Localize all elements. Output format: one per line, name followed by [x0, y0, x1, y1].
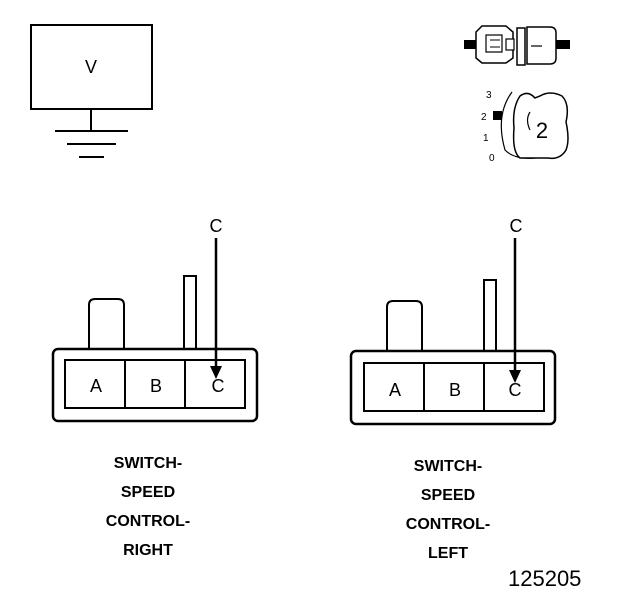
probe-label: C	[510, 216, 523, 236]
voltmeter-symbol: V	[85, 57, 97, 77]
latch-tab	[386, 300, 423, 351]
caption-line: CONTROL-	[105, 513, 191, 530]
caption-left-connector: SWITCH- SPEED CONTROL- LEFT	[368, 452, 528, 568]
position-label: 2	[536, 118, 548, 143]
scale-tick-3: 3	[486, 90, 492, 101]
caption-line: RIGHT	[123, 542, 173, 559]
probe-label: C	[210, 216, 223, 236]
caption-line: SPEED	[120, 484, 176, 501]
pin-b: B	[449, 380, 461, 400]
caption-right-connector: SWITCH- SPEED CONTROL- RIGHT	[68, 449, 228, 565]
caption-line: SWITCH-	[413, 458, 483, 475]
connector-right: A B C C	[51, 216, 259, 423]
scale-tick-0: 0	[489, 153, 495, 164]
caption-line: SWITCH-	[113, 455, 183, 472]
pin-c: C	[509, 380, 522, 400]
probe-arrowhead-icon	[509, 370, 521, 383]
scale-tick-2: 2	[481, 112, 487, 123]
caption-line: LEFT	[428, 545, 468, 562]
connector-body-inner	[64, 359, 246, 409]
figure-number: 125205	[508, 566, 582, 591]
pin-a: A	[389, 380, 401, 400]
connector-separated-icon	[464, 25, 570, 66]
connector-left: A B C C	[349, 216, 557, 426]
pin-a: A	[90, 376, 102, 396]
terminal-post	[183, 275, 197, 350]
terminal-post	[483, 279, 497, 352]
voltmeter-box	[30, 24, 153, 110]
scale-tick-1: 1	[483, 133, 489, 144]
pin-b: B	[150, 376, 162, 396]
ground-icon	[55, 130, 128, 158]
caption-line: CONTROL-	[405, 516, 491, 533]
caption-line: SPEED	[420, 487, 476, 504]
position-scale-icon: 3 2 1 0 2	[481, 90, 569, 164]
probe-arrowhead-icon	[210, 366, 222, 379]
voltmeter: V	[30, 24, 153, 158]
pin-c: C	[212, 376, 225, 396]
latch-tab	[88, 298, 125, 349]
